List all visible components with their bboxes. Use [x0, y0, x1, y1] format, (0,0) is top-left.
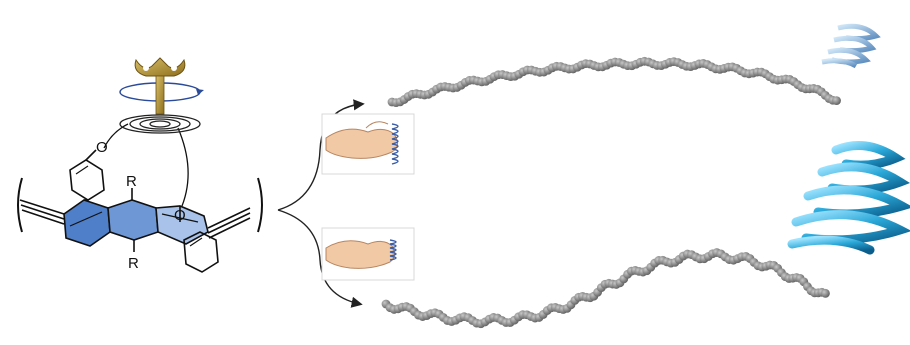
chain-bead [821, 289, 830, 298]
right-oxygen-label: O [174, 207, 186, 224]
hand-pinching-compressed-spring-icon [322, 228, 414, 280]
wind-up-key-icon [120, 58, 204, 133]
right-bracket [258, 178, 262, 232]
large-helix-icon [792, 146, 902, 251]
hand-pinching-loose-spring-icon [322, 114, 414, 174]
small-helix-icon [822, 26, 876, 66]
compressed-polymer-chain [382, 248, 830, 328]
left-oxygen-label: O [96, 139, 108, 156]
substituent-bottom-label: R [128, 255, 139, 272]
flat-spiral-spring [120, 115, 200, 133]
right-tether [178, 128, 188, 206]
extended-polymer-chain [388, 57, 841, 107]
right-alkyne [208, 208, 250, 238]
left-phenyl-ring [70, 160, 104, 200]
molecular-structure: R R O O [18, 124, 262, 272]
substituent-top-label: R [126, 173, 137, 190]
left-alkyne [20, 200, 64, 224]
right-phenyl-ring [184, 232, 218, 272]
chain-bead [832, 96, 841, 105]
